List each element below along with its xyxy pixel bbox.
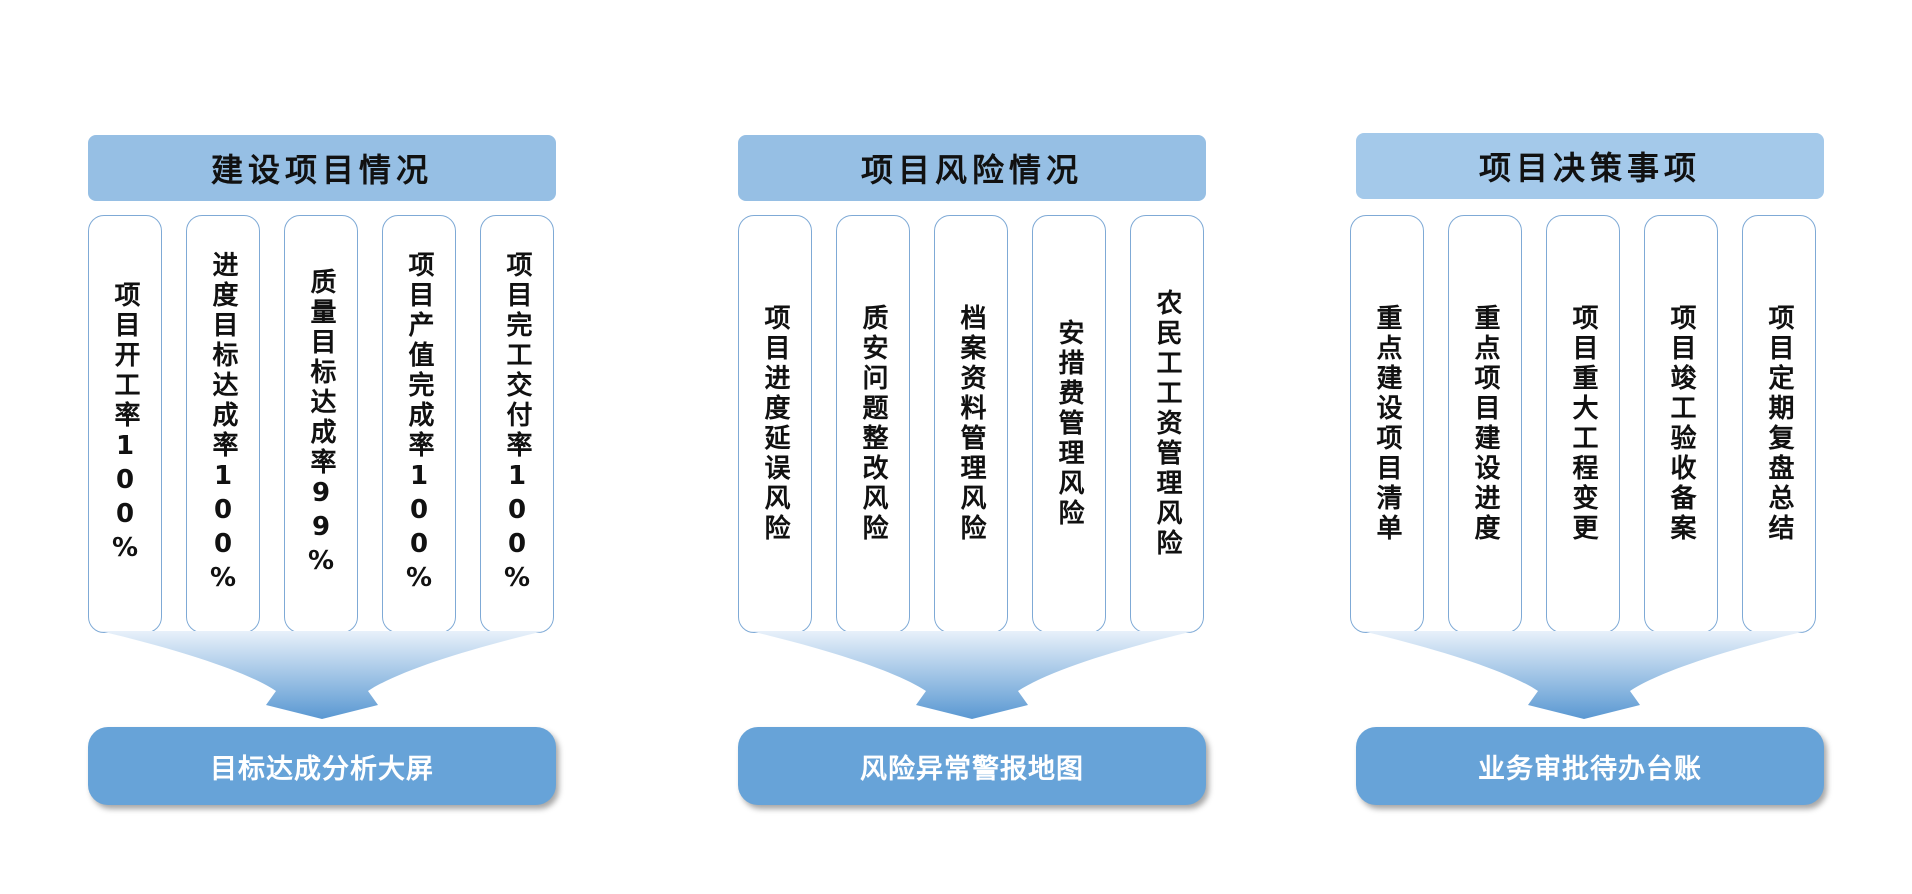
- item-column: 项目开工率100%: [88, 215, 162, 633]
- result-button[interactable]: 目标达成分析大屏: [88, 727, 556, 805]
- item-label: 项目产值完成率100%: [404, 251, 434, 597]
- item-column: 项目完工交付率100%: [480, 215, 554, 633]
- group-decision-items: 项目决策事项 重点建设项目清单 重点项目建设进度 项目重大工程变更 项目竣工验收…: [1350, 133, 1824, 807]
- funnel-arrow: [100, 631, 544, 719]
- item-column: 安措费管理风险: [1032, 215, 1106, 633]
- item-label: 项目开工率100%: [110, 281, 140, 567]
- item-label: 安措费管理风险: [1054, 319, 1084, 529]
- result-button[interactable]: 风险异常警报地图: [738, 727, 1206, 805]
- item-column: 重点项目建设进度: [1448, 215, 1522, 633]
- item-label: 项目重大工程变更: [1568, 304, 1598, 544]
- item-column: 农民工工资管理风险: [1130, 215, 1204, 633]
- item-label: 项目完工交付率100%: [502, 251, 532, 597]
- group-construction-status: 建设项目情况 项目开工率100% 进度目标达成率100% 质量目标达成率99% …: [88, 135, 556, 807]
- item-label: 进度目标达成率100%: [208, 251, 238, 597]
- item-column: 项目产值完成率100%: [382, 215, 456, 633]
- item-columns: 项目开工率100% 进度目标达成率100% 质量目标达成率99% 项目产值完成率…: [88, 215, 556, 633]
- item-column: 项目进度延误风险: [738, 215, 812, 633]
- result-button[interactable]: 业务审批待办台账: [1356, 727, 1824, 805]
- item-column: 项目定期复盘总结: [1742, 215, 1816, 633]
- item-column: 进度目标达成率100%: [186, 215, 260, 633]
- item-column: 质安问题整改风险: [836, 215, 910, 633]
- item-column: 档案资料管理风险: [934, 215, 1008, 633]
- funnel-arrow: [750, 631, 1194, 719]
- item-label: 项目竣工验收备案: [1666, 304, 1696, 544]
- item-label: 档案资料管理风险: [956, 304, 986, 544]
- item-label: 项目进度延误风险: [760, 304, 790, 544]
- funnel-arrow: [1362, 631, 1806, 719]
- group-project-risk: 项目风险情况 项目进度延误风险 质安问题整改风险 档案资料管理风险 安措费管理风…: [738, 135, 1206, 807]
- group-header: 项目决策事项: [1356, 133, 1824, 199]
- item-label: 质量目标达成率99%: [306, 268, 336, 580]
- item-columns: 重点建设项目清单 重点项目建设进度 项目重大工程变更 项目竣工验收备案 项目定期…: [1350, 215, 1818, 633]
- item-label: 重点建设项目清单: [1372, 304, 1402, 544]
- item-label: 重点项目建设进度: [1470, 304, 1500, 544]
- item-column: 质量目标达成率99%: [284, 215, 358, 633]
- group-header: 建设项目情况: [88, 135, 556, 201]
- group-header: 项目风险情况: [738, 135, 1206, 201]
- item-columns: 项目进度延误风险 质安问题整改风险 档案资料管理风险 安措费管理风险 农民工工资…: [738, 215, 1206, 633]
- item-column: 项目重大工程变更: [1546, 215, 1620, 633]
- item-label: 项目定期复盘总结: [1764, 304, 1794, 544]
- item-column: 项目竣工验收备案: [1644, 215, 1718, 633]
- item-label: 农民工工资管理风险: [1152, 289, 1182, 559]
- item-column: 重点建设项目清单: [1350, 215, 1424, 633]
- item-label: 质安问题整改风险: [858, 304, 888, 544]
